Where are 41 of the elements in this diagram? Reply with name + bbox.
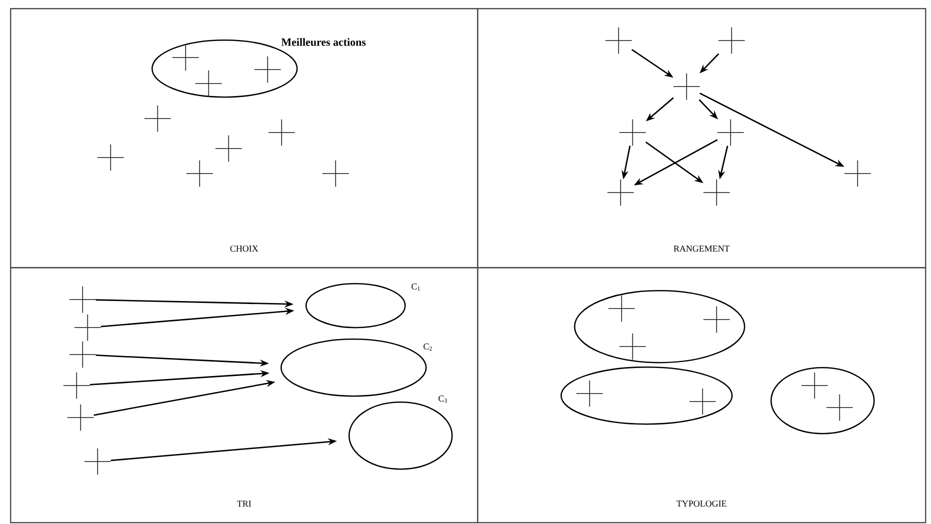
cross-mark: [672, 72, 700, 100]
cross-mark: [608, 294, 636, 322]
cross-mark: [618, 332, 646, 360]
cross-mark: [186, 160, 214, 188]
ellipse: [305, 282, 406, 328]
cross-mark: [194, 70, 222, 98]
cross-mark: [800, 372, 828, 400]
group-label: Meilleures actions: [281, 38, 366, 46]
ellipse: [560, 366, 733, 425]
cross-mark: [66, 404, 94, 432]
cross-mark: [702, 306, 730, 334]
cross-mark: [254, 56, 282, 84]
panel: RANGEMENT: [477, 8, 926, 268]
group-label: C$_{1}$: [412, 284, 420, 290]
cross-mark: [718, 26, 746, 54]
cross-mark: [84, 448, 112, 476]
cross-mark: [826, 394, 854, 422]
ellipse: [770, 366, 875, 434]
cross-mark: [62, 372, 90, 400]
cross-mark: [618, 118, 646, 146]
cross-mark: [144, 104, 172, 132]
group-label: C$_{3}$: [438, 396, 447, 402]
cross-mark: [688, 388, 716, 416]
cross-mark: [74, 314, 102, 342]
cross-mark: [844, 160, 872, 188]
ellipse: [348, 401, 453, 470]
cross-mark: [172, 44, 200, 72]
ellipse: [574, 290, 746, 364]
cross-mark: [606, 178, 634, 206]
cross-mark: [702, 178, 730, 206]
cross-mark: [268, 118, 296, 146]
cross-mark: [68, 340, 96, 368]
cross-mark: [322, 160, 350, 188]
cross-mark: [68, 286, 96, 314]
cross-mark: [96, 144, 124, 172]
cross-mark: [576, 380, 604, 408]
cross-mark: [214, 134, 242, 162]
panel: TYPOLOGIE: [477, 267, 926, 524]
cross-mark: [716, 118, 744, 146]
group-label: C$_{2}$: [424, 344, 432, 350]
cross-mark: [604, 26, 632, 54]
